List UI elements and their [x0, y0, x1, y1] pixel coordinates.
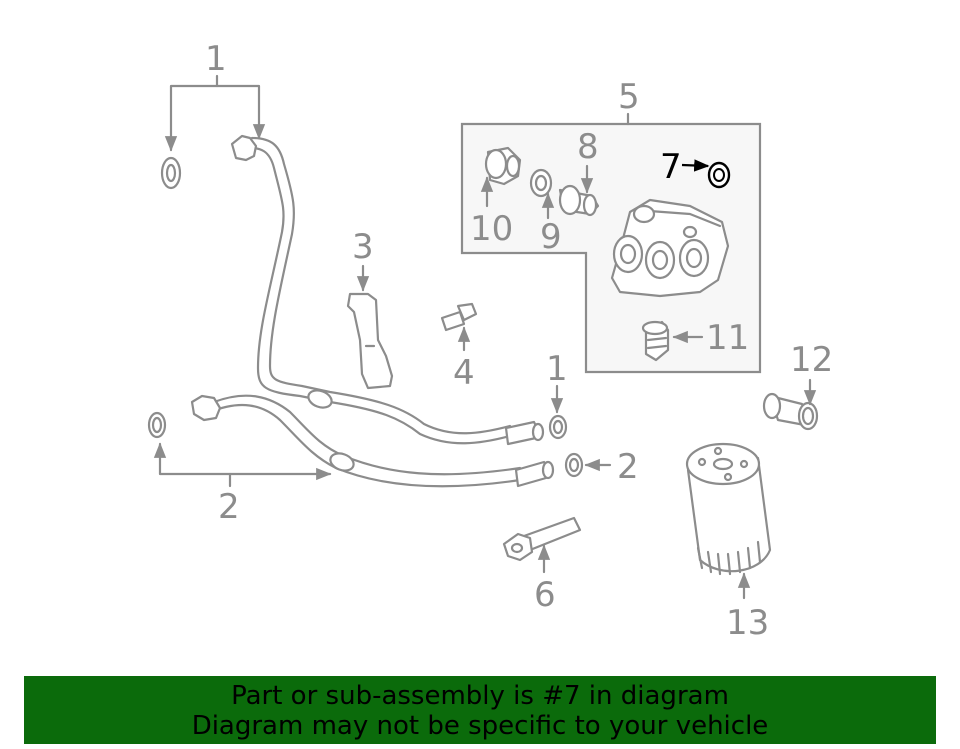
callout-3: 3	[352, 227, 374, 267]
oil-filter-icon	[685, 442, 772, 576]
bolt-6-icon	[502, 516, 582, 562]
callout-6: 6	[534, 575, 556, 615]
callout-2-right: 2	[617, 447, 639, 487]
callout-8: 8	[577, 127, 599, 167]
callout-10: 10	[470, 209, 513, 249]
bolt-4-icon	[440, 302, 478, 332]
fitting-8-icon	[558, 184, 600, 217]
gasket-9-icon	[529, 168, 553, 198]
part-notice-banner: Part or sub-assembly is #7 in diagram Di…	[24, 676, 936, 744]
adapter-housing-icon	[610, 198, 730, 298]
plug-10-icon	[484, 146, 522, 186]
callout-11: 11	[706, 318, 749, 358]
sensor-11-icon	[641, 320, 670, 362]
callout-1-right: 1	[546, 349, 568, 389]
leader-lines	[153, 74, 817, 600]
connector-12-icon	[762, 392, 819, 431]
callout-9: 9	[540, 217, 562, 257]
callout-13: 13	[726, 603, 769, 643]
callout-1-top: 1	[205, 39, 227, 79]
callout-4: 4	[453, 353, 475, 393]
banner-line-1: Part or sub-assembly is #7 in diagram	[231, 681, 729, 711]
lower-cooler-line	[190, 394, 555, 488]
o-ring-2b-icon	[564, 452, 584, 478]
banner-line-2: Diagram may not be specific to your vehi…	[191, 711, 769, 741]
o-ring-1a-icon	[160, 156, 182, 190]
bracket-icon	[346, 292, 394, 390]
callout-12: 12	[790, 340, 833, 380]
parts-diagram: 1 1 2 2 3 4 5 6 7 8 9 10 11 12 13	[147, 39, 833, 643]
o-ring-2a-icon	[147, 411, 167, 439]
seal-7-icon	[707, 161, 731, 189]
callout-5: 5	[618, 77, 640, 117]
o-ring-1b-icon	[548, 414, 568, 440]
callout-7-highlighted: 7	[660, 147, 682, 187]
callout-2-bottom: 2	[218, 487, 240, 527]
